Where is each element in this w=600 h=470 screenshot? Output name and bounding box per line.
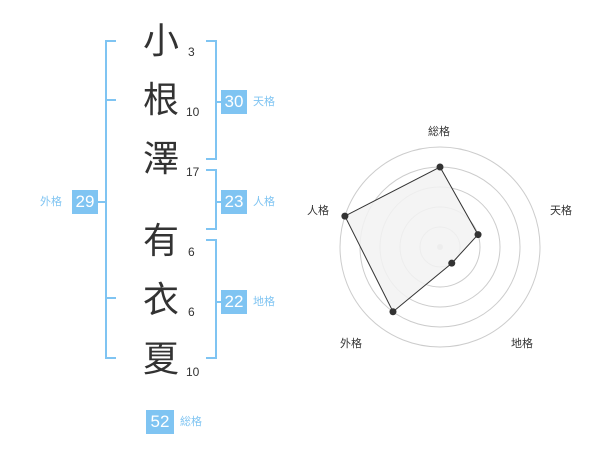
- stroke-count-2: 10: [186, 105, 200, 119]
- name-char-2: 根: [142, 80, 179, 121]
- radar-label-jinkaku: 人格: [307, 204, 329, 217]
- soukaku-value: 52: [146, 410, 174, 434]
- radar-point-5: [341, 212, 349, 220]
- chikaku-bracket: [206, 239, 217, 359]
- radar-chart: [339, 146, 541, 348]
- name-char-4: 有: [142, 221, 179, 262]
- radar-points: [341, 163, 482, 316]
- tenkaku-bracket: [206, 40, 217, 160]
- radar-point-2: [474, 231, 482, 239]
- radar-point-1: [436, 163, 444, 171]
- radar-ring-5: [339, 146, 541, 348]
- name-char-3: 澤: [142, 139, 179, 180]
- soukaku-label: 総格: [180, 415, 202, 428]
- tenkaku-value: 30: [221, 90, 247, 114]
- radar-point-3: [448, 259, 456, 267]
- stroke-count-5: 6: [188, 305, 195, 319]
- stroke-count-4: 6: [188, 245, 195, 259]
- jinkaku-bracket: [206, 169, 217, 230]
- radar-label-chikaku: 地格: [511, 337, 533, 350]
- gaikaku-bracket: [105, 40, 116, 359]
- jinkaku-value: 23: [221, 190, 247, 214]
- stroke-count-1: 3: [188, 45, 195, 59]
- gaikaku-label: 外格: [40, 195, 62, 208]
- radar-label-tenkaku: 天格: [550, 204, 572, 217]
- chikaku-label: 地格: [253, 295, 275, 308]
- brackets: [98, 40, 222, 359]
- gaikaku-value: 29: [72, 190, 98, 214]
- radar-label-soukaku: 総格: [428, 125, 450, 138]
- stroke-count-6: 10: [186, 365, 200, 379]
- radar-label-gaikaku: 外格: [340, 337, 362, 350]
- stroke-count-3: 17: [186, 165, 200, 179]
- name-char-1: 小: [142, 21, 179, 62]
- jinkaku-label: 人格: [253, 195, 275, 208]
- radar-polygon: [344, 166, 479, 313]
- name-char-6: 夏: [142, 339, 179, 380]
- radar-point-4: [389, 308, 397, 316]
- name-char-5: 衣: [142, 280, 179, 321]
- tenkaku-label: 天格: [253, 95, 275, 108]
- chikaku-value: 22: [221, 290, 247, 314]
